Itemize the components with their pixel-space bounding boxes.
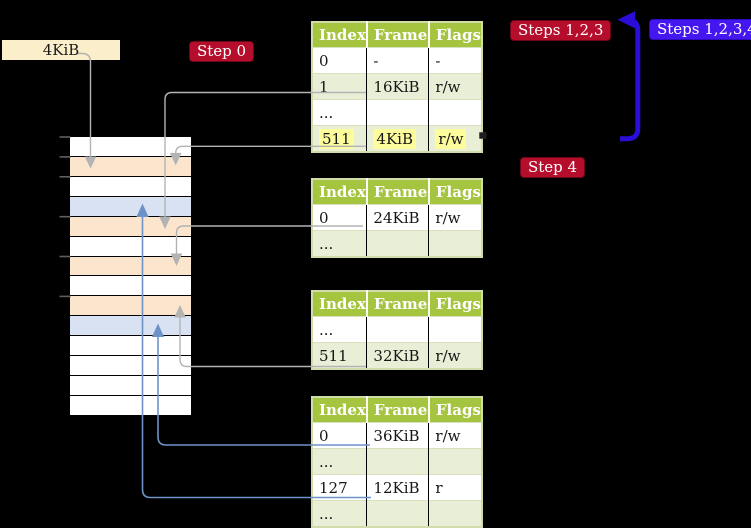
column-header: Frame [365, 179, 429, 205]
table-row: ... [312, 99, 482, 126]
table-cell [366, 448, 429, 475]
table-cell: ... [312, 316, 367, 343]
steps-1234-badge: Steps 1,2,3,4 [649, 19, 751, 40]
column-header: Frame [365, 22, 429, 48]
table-row: ... [312, 316, 482, 343]
recursive-loop-arrow [620, 17, 641, 142]
memory-row [70, 276, 191, 297]
table-cell [428, 230, 482, 257]
step-4-badge: Step 4 [520, 157, 586, 178]
steps-123-badge: Steps 1,2,3 [510, 20, 612, 41]
table-cell [366, 99, 429, 126]
memory-row [70, 256, 191, 277]
memory-row [70, 376, 191, 396]
table-cell: 511 [312, 125, 367, 152]
table-row: ... [312, 500, 482, 527]
table-cell: 32KiB [366, 342, 429, 369]
table-row: 0-- [312, 47, 482, 74]
memory-row [70, 316, 191, 337]
memory-row [70, 236, 191, 257]
table-cell: r [428, 474, 482, 501]
column-header: Index [312, 179, 367, 205]
highlighted-value: 4KiB [373, 128, 416, 149]
memory-row [70, 395, 191, 416]
table-cell [366, 500, 429, 527]
column-header: Index [312, 22, 367, 48]
table-cell: r/w [428, 73, 482, 100]
table-row: 511 4KiB r/w [312, 125, 482, 152]
table-cell: 4KiB [366, 125, 429, 152]
table-cell: 16KiB [366, 73, 429, 100]
table-cell: 0 [312, 47, 367, 74]
column-header: Flags [427, 179, 482, 205]
memory-row [70, 356, 191, 377]
column-header: Index [312, 291, 367, 317]
physical-memory-column [70, 137, 191, 417]
table-cell: r/w [428, 204, 482, 231]
table-cell [428, 99, 482, 126]
memory-row [70, 137, 191, 157]
column-header: Index [312, 397, 367, 423]
column-header: Flags [427, 397, 482, 423]
table-cell: - [428, 47, 482, 74]
table-cell [366, 230, 429, 257]
table-cell: ... [312, 500, 367, 527]
step-0-badge: Step 0 [189, 41, 255, 62]
table-cell: 0 [312, 204, 367, 231]
memory-row [70, 216, 191, 237]
table-cell: r/w [428, 342, 482, 369]
arrowhead-left-icon [617, 11, 635, 29]
table-cell: r/w [428, 125, 482, 152]
memory-row [70, 196, 191, 217]
table-cell [428, 316, 482, 343]
table-cell: ... [312, 230, 367, 257]
highlighted-value: r/w [435, 128, 467, 149]
table-cell: 36KiB [366, 422, 429, 449]
table-cell: - [366, 47, 429, 74]
table-cell [428, 500, 482, 527]
table-row: ... [312, 230, 482, 257]
table-cell [428, 448, 482, 475]
table-cell: 1 [312, 73, 367, 100]
highlighted-value: 511 [319, 128, 354, 149]
column-header: Flags [427, 22, 482, 48]
column-header: Frame [365, 397, 429, 423]
table-cell: 127 [312, 474, 367, 501]
memory-row [70, 336, 191, 357]
table-cell: 12KiB [366, 474, 429, 501]
memory-row [70, 296, 191, 317]
table-cell: 511 [312, 342, 367, 369]
memory-row [70, 156, 191, 177]
memory-tick-marks [59, 136, 71, 298]
frame-size-label: 4KiB [2, 40, 120, 60]
column-header: Frame [365, 291, 429, 317]
table-cell [366, 316, 429, 343]
table-cell: 24KiB [366, 204, 429, 231]
column-header: Flags [427, 291, 482, 317]
table-cell: r/w [428, 422, 482, 449]
table-cell: ... [312, 448, 367, 475]
table-cell: 0 [312, 422, 367, 449]
table-cell: ... [312, 99, 367, 126]
memory-row [70, 176, 191, 197]
table-row: ... [312, 448, 482, 475]
